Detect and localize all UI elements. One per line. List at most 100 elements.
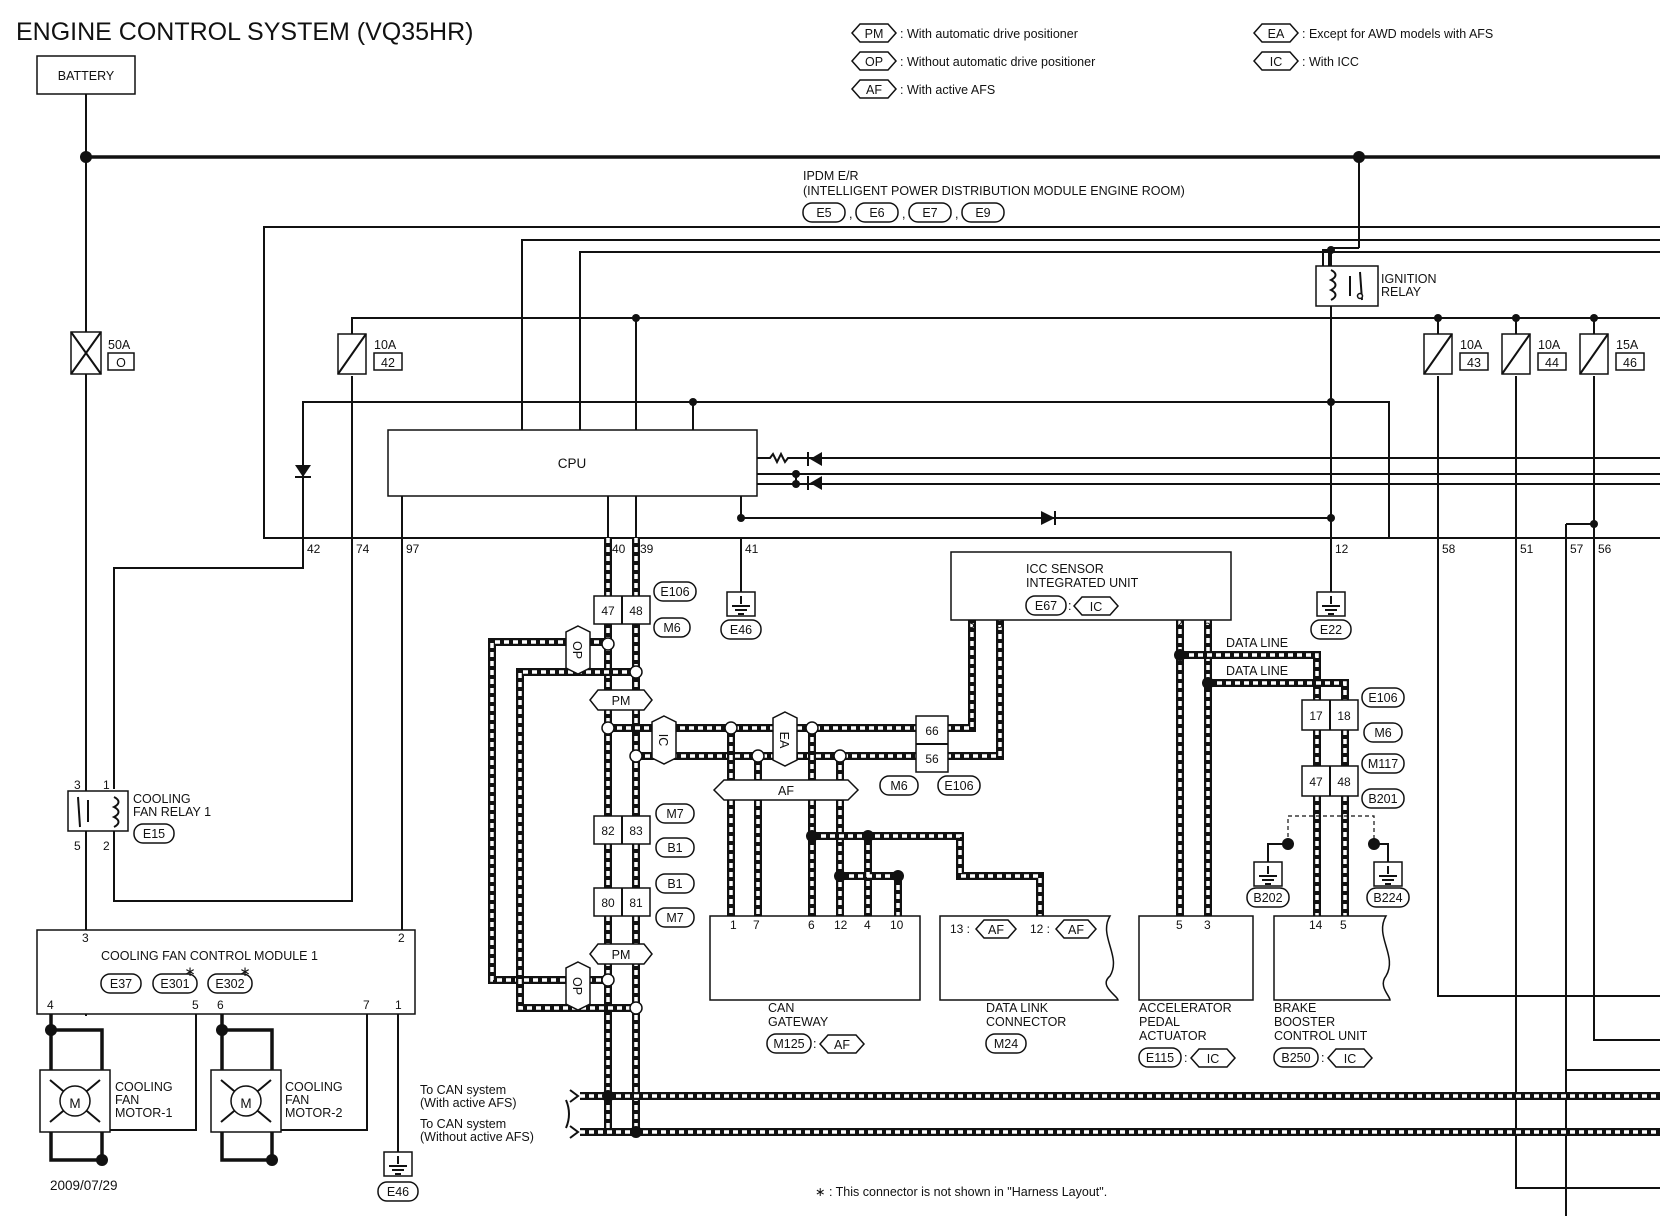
option-code: AF <box>834 1038 850 1052</box>
cooling-fan-motor-1: M COOLING FAN MOTOR-1 <box>39 1069 173 1133</box>
pin-number: 3 <box>968 617 975 631</box>
option-code: IC <box>1207 1052 1220 1066</box>
ground-id: E46 <box>387 1185 409 1199</box>
pin-number: 7 <box>753 918 760 932</box>
pin-number: 81 <box>629 896 643 910</box>
pin-number: 48 <box>1337 775 1351 789</box>
accelerator-pedal-actuator: 5 3 ACCELERATOR PEDAL ACTUATOR E115 : IC <box>1138 915 1254 1068</box>
fuse-rating: 15A <box>1616 338 1639 352</box>
svg-text:,: , <box>849 207 852 221</box>
legend-pm: PM : With automatic drive positioner <box>850 23 1078 43</box>
pin-number: 1 <box>730 918 737 932</box>
motor-label: COOLING <box>115 1080 173 1094</box>
ignition-relay-label: RELAY <box>1381 285 1422 299</box>
pin-number: 39 <box>640 542 654 556</box>
pin-number: 6 <box>808 918 815 932</box>
battery: BATTERY <box>36 55 136 95</box>
legend-ea: EA : Except for AWD models with AFS <box>1252 23 1493 43</box>
fuse-id: 42 <box>381 356 395 370</box>
legend-text: : With ICC <box>1302 55 1359 69</box>
pin-number: 12 <box>1335 542 1349 556</box>
can-destination: To CAN system <box>420 1117 506 1131</box>
pin-number: 2 <box>103 839 110 853</box>
pin-number: 56 <box>925 752 939 766</box>
connector-id: E6 <box>869 206 884 220</box>
motor-symbol: M <box>240 1096 251 1111</box>
junction-m6-e106-icc: 66 56 M6 E106 <box>879 715 981 796</box>
pin-number: 47 <box>601 604 615 618</box>
option-code: IC <box>1090 600 1103 614</box>
legend-code: IC <box>1270 55 1283 69</box>
pin-number: 17 <box>1309 709 1323 723</box>
pin-number: 10 <box>890 918 904 932</box>
option-code: PM <box>612 948 631 962</box>
can-destination: (Without active AFS) <box>420 1130 534 1144</box>
fuse-10a-42: 10A 42 <box>337 333 403 375</box>
can-destination: To CAN system <box>420 1083 506 1097</box>
connector-id: M6 <box>663 621 680 635</box>
junction-e106-m6: 47 48 E106 M6 <box>593 581 697 638</box>
legend-text: : With automatic drive positioner <box>900 27 1078 41</box>
pin-number: 40 <box>612 542 626 556</box>
diode <box>295 465 311 477</box>
pin-number: 18 <box>1337 709 1351 723</box>
fuse-15a-46: 15A 46 <box>1579 333 1645 375</box>
ground-id: B202 <box>1253 891 1282 905</box>
connector-id: M125 <box>773 1037 804 1051</box>
option-code: IC <box>656 734 670 747</box>
pin-number: 66 <box>925 724 939 738</box>
legend-code: OP <box>865 55 883 69</box>
connector-id: M7 <box>666 911 683 925</box>
pin-number: 82 <box>601 824 615 838</box>
cooling-fan-control-module: COOLING FAN CONTROL MODULE 1 E37 E301 ∗ … <box>36 929 416 1015</box>
pin-number: 6 <box>217 998 224 1012</box>
fuse-10a-44: 10A 44 <box>1501 333 1567 375</box>
fuse-50a: 50A O <box>70 331 135 375</box>
dlc-pin: 13 : <box>950 922 970 936</box>
connector-id: B1 <box>667 841 682 855</box>
connector-id: E106 <box>660 585 689 599</box>
page-title: ENGINE CONTROL SYSTEM (VQ35HR) <box>16 18 473 46</box>
option-code: AF <box>988 923 1004 937</box>
brake-booster-control-unit: 14 5 BRAKE BOOSTER CONTROL UNIT B250 : I… <box>1273 915 1391 1068</box>
brake-label: CONTROL UNIT <box>1274 1029 1368 1043</box>
ground-b202: B202 <box>1246 861 1290 908</box>
legend-code: PM <box>865 27 884 41</box>
junction-dot <box>80 151 92 163</box>
pin-number: 14 <box>1309 918 1323 932</box>
pin-number: 74 <box>356 542 370 556</box>
fuse-rating: 50A <box>108 338 131 352</box>
dlc-label: CONNECTOR <box>986 1015 1066 1029</box>
connector-id: E5 <box>816 206 831 220</box>
footnote-star: ∗ <box>239 964 250 979</box>
ground-id: B224 <box>1373 891 1402 905</box>
fuse-id: O <box>116 356 126 370</box>
option-code: IC <box>1344 1052 1357 1066</box>
svg-text:,: , <box>902 207 905 221</box>
fuse-id: 43 <box>1467 356 1481 370</box>
connector-id: E15 <box>143 827 165 841</box>
fuse-id: 44 <box>1545 356 1559 370</box>
can-destination: (With active AFS) <box>420 1096 517 1110</box>
cpu-label: CPU <box>558 456 587 471</box>
pin-number: 57 <box>1570 542 1584 556</box>
dlc-label: DATA LINK <box>986 1001 1049 1015</box>
relay-label: COOLING <box>133 792 191 806</box>
pin-number: 3 <box>74 778 81 792</box>
connector-id: E67 <box>1035 599 1057 613</box>
svg-text:,: , <box>955 207 958 221</box>
motor-label: FAN <box>285 1093 309 1107</box>
ignition-relay: IGNITION RELAY <box>1315 265 1437 307</box>
connector-id: E9 <box>975 206 990 220</box>
connector-id: M24 <box>994 1037 1018 1051</box>
pin-number: 2 <box>398 931 405 945</box>
svg-text::: : <box>1321 1051 1324 1065</box>
can-gateway: 1 7 6 12 4 10 CAN GATEWAY M125 : AF <box>709 915 921 1054</box>
fuse-id: 46 <box>1623 356 1637 370</box>
accel-label: ACTUATOR <box>1139 1029 1207 1043</box>
module-label: COOLING FAN CONTROL MODULE 1 <box>101 949 318 963</box>
pin-number: 47 <box>1309 775 1323 789</box>
legend-code: EA <box>1268 27 1285 41</box>
connector-id: M117 <box>1368 757 1398 771</box>
